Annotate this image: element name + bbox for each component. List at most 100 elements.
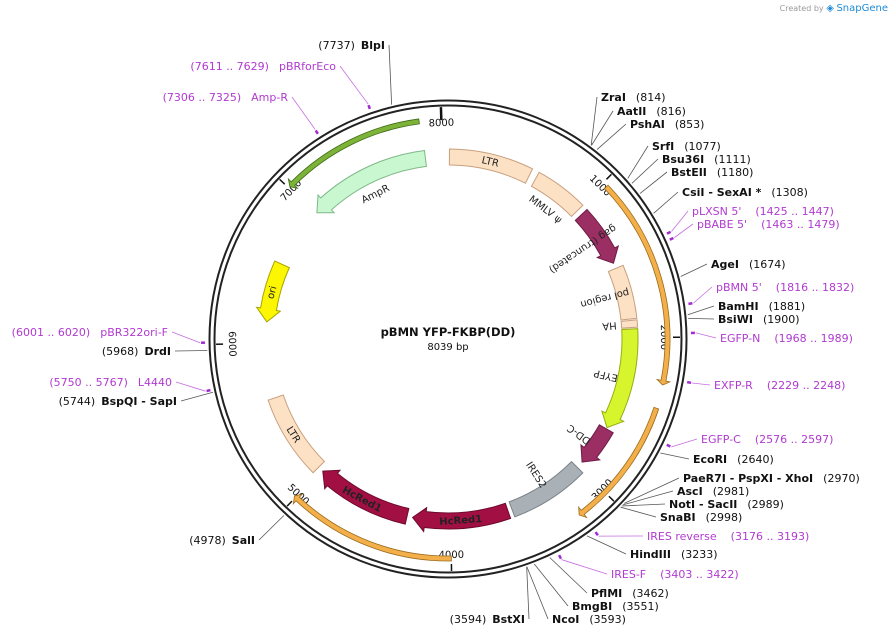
feature-ori[interactable]: [255, 260, 290, 323]
feature-hcred1-b[interactable]: [322, 469, 410, 525]
site-position: (2640): [737, 453, 774, 466]
site-name: pBRforEco: [279, 60, 336, 73]
orf-arc[interactable]: [578, 406, 660, 519]
snapgene-credit: Created by ◈ SnapGene: [780, 3, 888, 14]
site-position: (2576 .. 2597): [755, 433, 834, 446]
site-name: PshAI: [630, 118, 665, 131]
site-name: PflMI: [591, 587, 622, 600]
feature-ltr-5[interactable]: [448, 148, 534, 184]
site-leader: [653, 191, 679, 214]
site-amp-r[interactable]: Amp-R(7306 .. 7325): [163, 91, 289, 104]
site-pflmi[interactable]: PflMI(3462): [591, 587, 669, 600]
primer-mark: [666, 443, 671, 448]
site-sali[interactable]: SalI(4978): [189, 534, 255, 547]
site-name: BspQI - SapI: [101, 395, 177, 408]
feature-eyfp[interactable]: [601, 328, 639, 429]
site-bmgbi[interactable]: BmgBI(3551): [572, 600, 659, 613]
site-position: (853): [675, 118, 705, 131]
site-pbmn5[interactable]: pBMN 5'(1816 .. 1832): [716, 281, 854, 294]
site-name: BstEII: [671, 166, 707, 179]
site-pbabe5[interactable]: pBABE 5'(1463 .. 1479): [697, 218, 840, 231]
feature-label-dd-c: DD-C: [566, 422, 594, 446]
site-ncoi[interactable]: NcoI(3593): [552, 613, 626, 626]
site-name: BlpI: [361, 39, 385, 52]
site-drdi[interactable]: DrdI(5968): [102, 345, 171, 358]
feature-label-ltr-5: LTR: [480, 155, 499, 170]
site-position: (4978): [189, 534, 226, 547]
plasmid-length: 8039 bp: [427, 342, 468, 353]
site-l4440[interactable]: L4440(5750 .. 5767): [49, 376, 172, 389]
site-ires-rev[interactable]: IRES reverse(3176 .. 3193): [647, 530, 809, 543]
orf-arc[interactable]: [287, 118, 420, 189]
site-hindiii[interactable]: HindIII(3233): [630, 548, 718, 561]
orf-arc[interactable]: [603, 184, 672, 386]
site-bsu36i[interactable]: Bsu36I (1111): [662, 153, 751, 166]
site-position: (5750 .. 5767): [49, 376, 128, 389]
site-name: ZraI: [601, 91, 626, 104]
site-snabi[interactable]: SnaBI(2998): [660, 511, 742, 524]
feature-ltr-3[interactable]: [267, 394, 326, 474]
site-ires-f[interactable]: IRES-F(3403 .. 3422): [611, 568, 739, 581]
tick-label: 2000: [658, 325, 669, 351]
site-exfp-r[interactable]: EXFP-R(2229 .. 2248): [714, 379, 845, 392]
site-bspqi[interactable]: BspQI - SapI (5744): [59, 395, 177, 408]
site-position: (3403 .. 3422): [660, 568, 739, 581]
site-position: (2981): [713, 485, 750, 498]
feature-gag[interactable]: [574, 208, 620, 264]
site-bsteii[interactable]: BstEII(1180): [671, 166, 753, 179]
site-name: pBABE 5': [697, 218, 747, 231]
feature-ampr[interactable]: [316, 149, 427, 214]
site-csii[interactable]: CsiI - SexAI *(1308): [682, 186, 808, 199]
site-position: (2970): [823, 472, 860, 485]
snapgene-logo-icon: ◈: [826, 3, 834, 14]
site-position: (1308): [771, 186, 808, 199]
site-leader: [695, 332, 717, 339]
site-plxsn5[interactable]: pLXSN 5'(1425 .. 1447): [692, 205, 834, 218]
site-aatii[interactable]: AatII(816): [617, 105, 686, 118]
site-egfp-c[interactable]: EGFP-C(2576 .. 2597): [701, 433, 833, 446]
feature-hcred1-a[interactable]: [411, 502, 512, 533]
site-bamhi[interactable]: BamHI(1881): [718, 300, 805, 313]
site-pshai[interactable]: PshAI (853): [630, 118, 704, 131]
site-leader: [171, 331, 201, 344]
site-position: (2998): [706, 511, 743, 524]
orf-arc[interactable]: [292, 493, 452, 562]
site-leader: [526, 566, 549, 620]
site-blpi[interactable]: BlpI(7737): [318, 39, 385, 52]
site-position: (5744): [59, 395, 96, 408]
site-pbrforeco[interactable]: pBRforEco(7611 .. 7629): [190, 60, 336, 73]
site-pbr322ori-f[interactable]: pBR322ori-F(6001 .. 6020): [12, 326, 168, 339]
feature-dd-c[interactable]: [580, 424, 614, 463]
site-name: Bsu36I: [662, 153, 704, 166]
site-name: AscI: [677, 485, 703, 498]
site-bsiwi[interactable]: BsiWI(1900): [718, 313, 800, 326]
site-agei[interactable]: AgeI (1674): [711, 258, 786, 271]
site-position: (816): [656, 105, 686, 118]
backbone-ticks: 10002000300040005000600070008000: [216, 107, 680, 571]
site-position: (1674): [749, 258, 786, 271]
site-leader: [590, 96, 598, 146]
site-zrai[interactable]: ZraI(814): [601, 91, 666, 104]
site-name: BstXI: [492, 613, 525, 626]
site-noti[interactable]: NotI - SacII(2989): [669, 498, 784, 511]
site-ecori[interactable]: EcoRI(2640): [693, 453, 774, 466]
site-position: (1111): [714, 153, 751, 166]
site-bstxi[interactable]: BstXI(3594): [450, 613, 525, 626]
site-name: DrdI: [144, 345, 171, 358]
feature-ires2[interactable]: [508, 460, 584, 518]
site-name: pBR322ori-F: [100, 326, 168, 339]
site-paer7i[interactable]: PaeR7I - PspXI - XhoI(2970): [683, 472, 860, 485]
site-position: (1077): [684, 140, 721, 153]
feature-ha[interactable]: [620, 319, 639, 329]
feature-pol[interactable]: [607, 264, 638, 321]
feature-mmlv-psi[interactable]: [530, 171, 584, 218]
site-leader: [622, 490, 674, 506]
site-asci[interactable]: AscI (2981): [677, 485, 749, 498]
feature-label-ha: HA: [602, 319, 617, 331]
site-position: (1425 .. 1447): [755, 205, 834, 218]
feature-label-ires2: IRES2: [523, 460, 548, 490]
site-srfi[interactable]: SrfI(1077): [652, 140, 721, 153]
site-egfp-n[interactable]: EGFP-N(1968 .. 1989): [720, 332, 853, 345]
site-name: AgeI: [711, 258, 739, 271]
